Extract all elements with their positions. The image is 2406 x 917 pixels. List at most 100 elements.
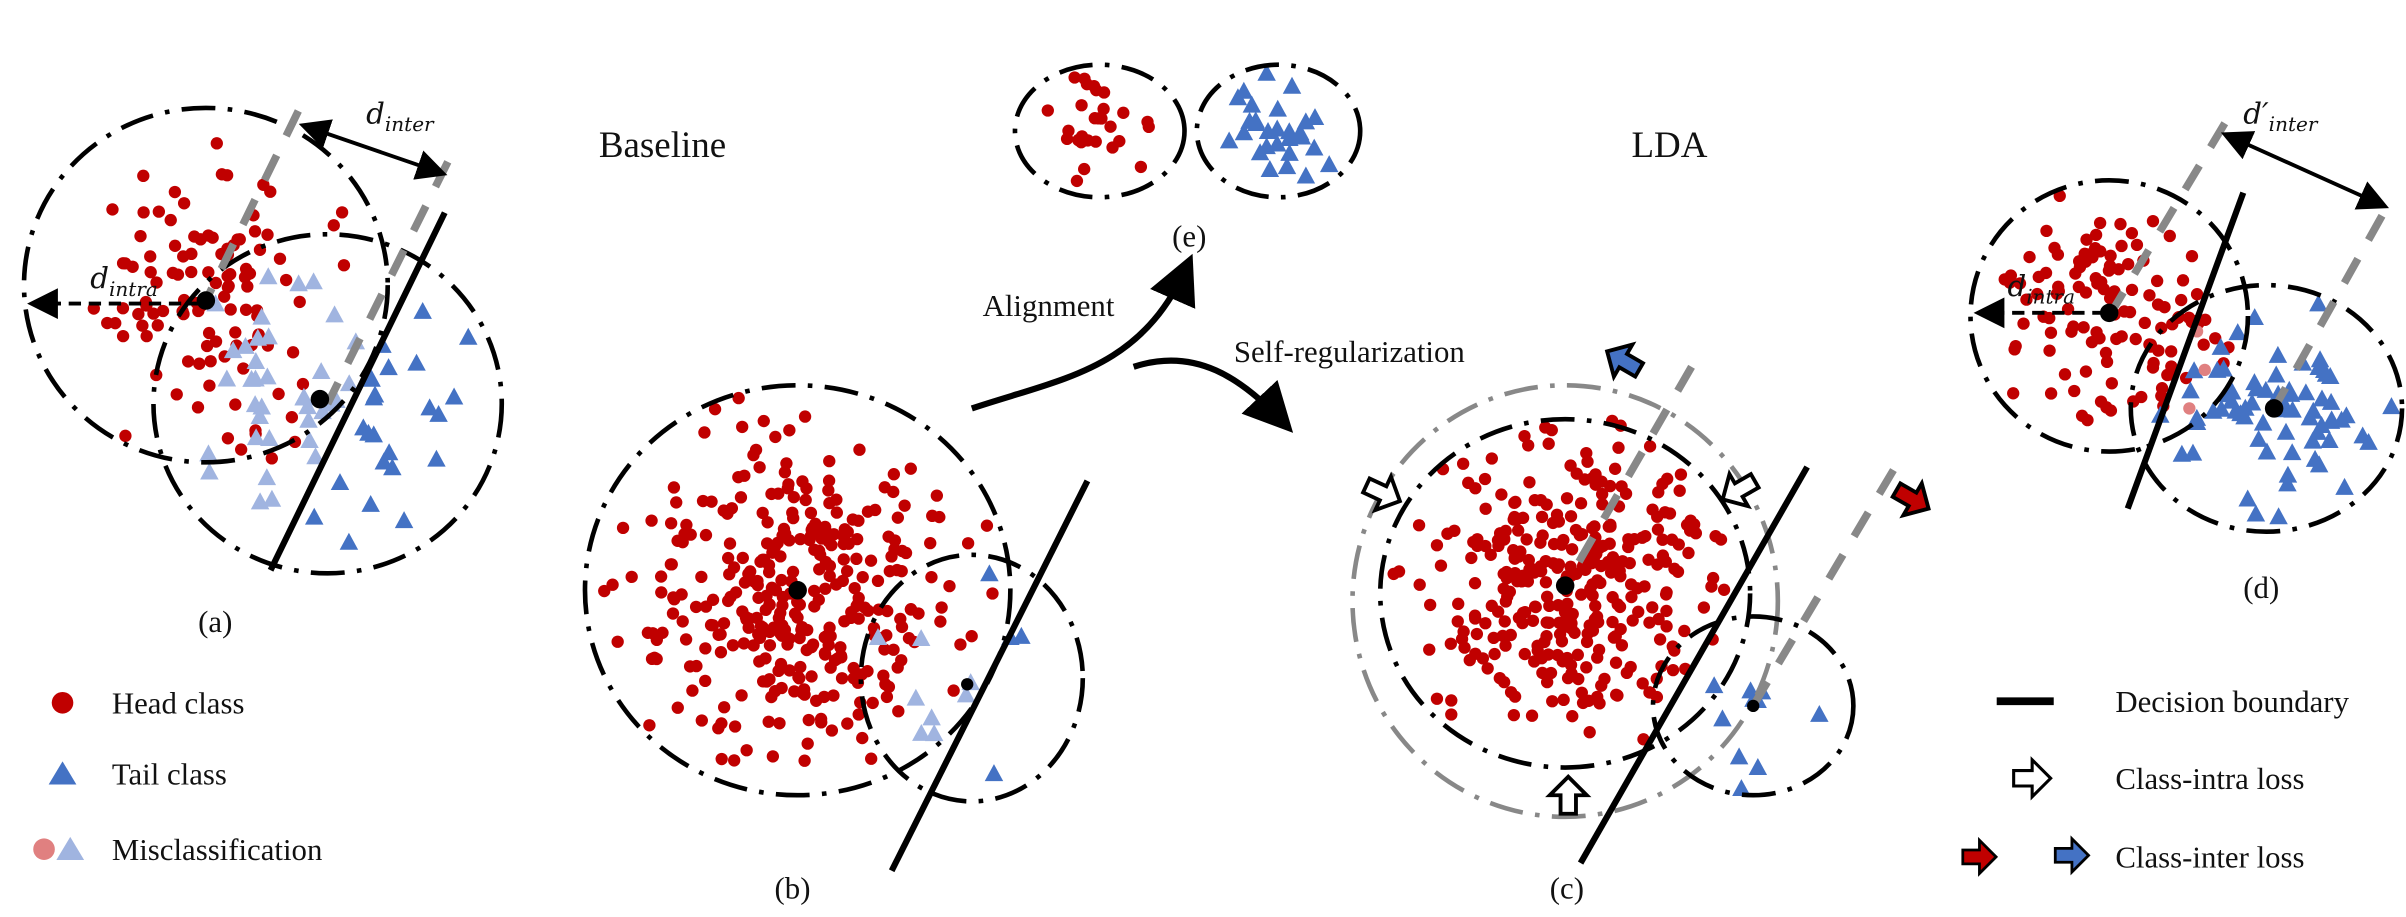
head-class-point xyxy=(2166,318,2179,331)
head-class-point xyxy=(740,744,753,757)
head-class-point xyxy=(2108,285,2121,298)
head-class-point xyxy=(2080,233,2093,246)
guide-line-head-a xyxy=(202,109,302,303)
panel-d: d′inter dintra (d) xyxy=(1968,96,2405,605)
head-class-point xyxy=(2050,287,2064,300)
head-class-point xyxy=(699,674,712,688)
head-class-point xyxy=(106,203,119,216)
tail-class-point xyxy=(1012,626,1031,644)
head-class-point xyxy=(823,454,836,468)
head-class-point xyxy=(2048,241,2061,255)
misclassified-tail-point xyxy=(325,305,344,323)
head-class-point xyxy=(2017,317,2030,330)
self-regularization-arrow xyxy=(1132,357,1294,433)
head-class-point xyxy=(185,265,198,279)
head-class-point xyxy=(1566,710,1579,723)
head-class-point xyxy=(2105,377,2118,390)
head-class-point xyxy=(645,514,658,527)
head-class-point xyxy=(1097,102,1110,116)
head-class-point xyxy=(1551,648,1564,662)
head-class-point xyxy=(899,546,913,560)
head-class-point xyxy=(1639,530,1652,543)
head-class-point xyxy=(853,443,866,456)
head-class-point xyxy=(1606,615,1619,629)
tail-center-d xyxy=(2264,399,2284,418)
head-class-point xyxy=(1542,616,1556,629)
head-class-point xyxy=(193,357,206,370)
tail-class-point xyxy=(2238,489,2257,507)
head-class-point xyxy=(215,168,229,181)
head-class-point xyxy=(1678,624,1691,638)
head-class-point xyxy=(1643,440,1657,453)
tail-class-point xyxy=(1277,157,1297,175)
head-class-point xyxy=(654,570,668,583)
head-class-point xyxy=(679,633,693,646)
head-class-point xyxy=(812,593,825,606)
head-class-point xyxy=(1075,99,1088,112)
head-class-point xyxy=(714,628,727,641)
head-class-point xyxy=(880,690,894,704)
head-class-point xyxy=(101,316,114,330)
d-inter-arrow xyxy=(298,119,448,180)
head-class-point xyxy=(1592,643,1606,657)
misclassified-tail-point xyxy=(248,328,268,346)
head-class-point xyxy=(904,603,918,616)
head-class-point xyxy=(1643,686,1656,699)
head-class-point xyxy=(1565,667,1578,680)
head-class-point xyxy=(1588,520,1601,533)
head-class-point xyxy=(2020,293,2033,306)
head-class-point xyxy=(777,522,791,536)
head-class-point xyxy=(2175,293,2188,307)
head-class-point xyxy=(795,620,809,634)
tail-class-point xyxy=(2257,442,2277,460)
head-class-point xyxy=(822,474,836,487)
head-class-point xyxy=(1656,549,1670,562)
head-class-point xyxy=(185,247,198,260)
head-class-point xyxy=(2043,344,2056,357)
head-class-point xyxy=(1513,573,1526,587)
tail-class-point xyxy=(2276,422,2296,440)
head-class-point xyxy=(1682,546,1695,560)
head-class-point xyxy=(803,533,816,547)
head-class-point xyxy=(783,664,796,677)
head-class-point xyxy=(1697,601,1711,614)
head-class-point xyxy=(1620,666,1633,680)
head-class-point xyxy=(723,537,737,550)
tail-class-point xyxy=(2235,407,2254,425)
tail-class-point xyxy=(2353,426,2372,444)
head-class-point xyxy=(834,641,847,654)
tail-class-point xyxy=(1257,63,1276,81)
head-class-point xyxy=(1542,648,1555,661)
head-class-point xyxy=(1523,476,1536,489)
head-class-point xyxy=(774,550,787,563)
head-class-point xyxy=(800,482,813,495)
head-class-point xyxy=(1509,495,1522,509)
head-class-point xyxy=(1495,488,1508,501)
tail-class-point xyxy=(2304,401,2323,419)
head-class-point xyxy=(1488,647,1501,661)
head-class-point xyxy=(1104,120,1117,133)
head-class-point xyxy=(881,604,894,618)
tail-class-point xyxy=(924,724,944,742)
head-class-point xyxy=(2031,287,2044,301)
head-class-point xyxy=(726,639,740,652)
tail-class-point xyxy=(980,564,999,582)
tail-class-icon xyxy=(48,761,77,785)
tail-class-point xyxy=(459,327,478,345)
head-class-point xyxy=(177,197,191,210)
head-class-point xyxy=(2197,338,2210,351)
head-class-point xyxy=(1586,589,1599,602)
tail-class-point xyxy=(1729,747,1749,765)
head-class-point xyxy=(838,615,851,628)
misclassified-tail-point xyxy=(259,327,278,345)
legend-right: Decision boundary Class-intra loss Class… xyxy=(1961,685,2350,877)
head-class-point xyxy=(335,206,349,219)
misclassified-tail-point xyxy=(236,336,255,354)
head-class-point xyxy=(1574,497,1588,510)
head-class-point xyxy=(761,516,774,529)
head-class-point xyxy=(1642,553,1655,566)
tail-class-point xyxy=(911,629,931,647)
misclassified-head-point xyxy=(2198,363,2211,377)
head-class-point xyxy=(898,499,911,512)
head-class-point xyxy=(1462,476,1475,490)
